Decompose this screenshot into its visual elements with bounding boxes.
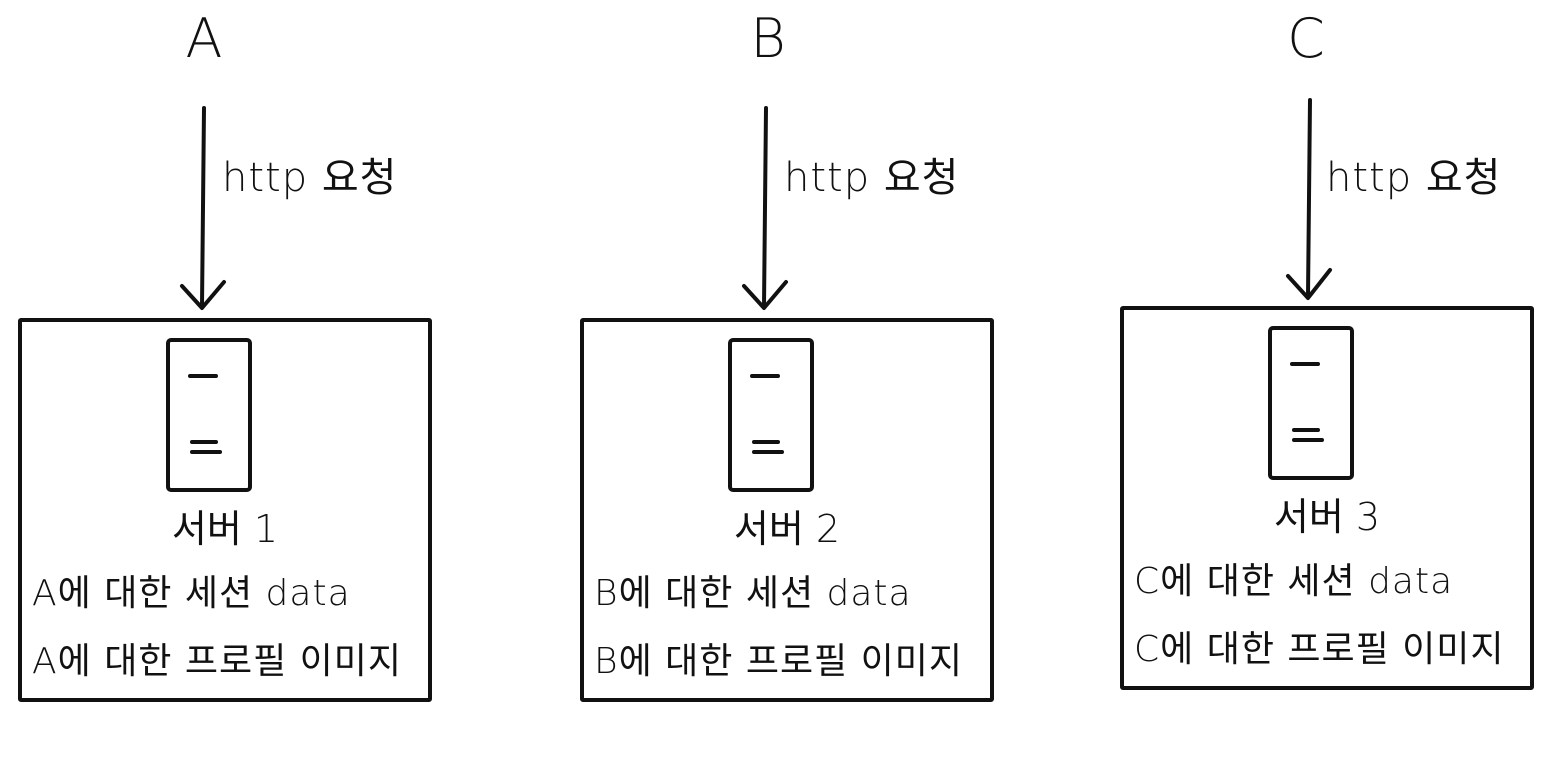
- column-c: C http 요청 서버 3 C에 대한 세션 data C에 대한 프로필 이…: [1112, 0, 1542, 763]
- server-icon: [1268, 326, 1354, 480]
- server-box-1: 서버 1 A에 대한 세션 data A에 대한 프로필 이미지: [18, 318, 432, 702]
- http-request-label-b: http 요청: [784, 155, 960, 201]
- request-arrow-a: [180, 106, 226, 310]
- session-data-line-b: B에 대한 세션 data: [594, 573, 912, 614]
- server-name-1: 서버 1: [171, 507, 279, 551]
- request-arrow-c: [1286, 98, 1332, 300]
- http-request-label-a: http 요청: [222, 155, 398, 201]
- client-label-a: A: [185, 7, 223, 70]
- server-name-3: 서버 3: [1273, 495, 1381, 539]
- column-a: A http 요청 서버 1 A에 대한 세션 data A에 대한 프로필 이…: [10, 0, 440, 763]
- server-box-2: 서버 2 B에 대한 세션 data B에 대한 프로필 이미지: [580, 318, 994, 702]
- server-icon: [728, 338, 814, 492]
- session-data-line-c: C에 대한 세션 data: [1134, 561, 1454, 602]
- server-icon: [166, 338, 252, 492]
- server-name-2: 서버 2: [733, 507, 841, 551]
- profile-image-line-c: C에 대한 프로필 이미지: [1134, 629, 1505, 670]
- client-label-c: C: [1287, 7, 1325, 70]
- profile-image-line-b: B에 대한 프로필 이미지: [594, 641, 963, 682]
- http-request-label-c: http 요청: [1326, 155, 1502, 201]
- server-box-3: 서버 3 C에 대한 세션 data C에 대한 프로필 이미지: [1120, 306, 1534, 690]
- column-b: B http 요청 서버 2 B에 대한 세션 data B에 대한 프로필 이…: [572, 0, 1002, 763]
- session-data-line-a: A에 대한 세션 data: [32, 573, 351, 614]
- request-arrow-b: [742, 106, 788, 310]
- profile-image-line-a: A에 대한 프로필 이미지: [32, 641, 403, 682]
- client-label-b: B: [750, 7, 786, 70]
